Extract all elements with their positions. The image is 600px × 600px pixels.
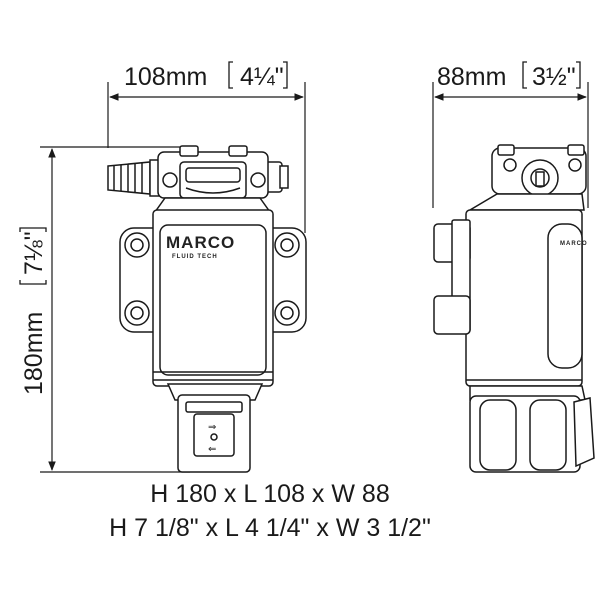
- pump-head: [157, 145, 269, 199]
- height-dimension: [40, 146, 190, 473]
- pump-front-view: MARCO FLUID TECH ⇒ ⇐: [107, 145, 307, 473]
- pump-side-view: MARCO: [433, 144, 595, 473]
- width-metric: 88mm: [437, 63, 506, 91]
- side-neck: [467, 193, 585, 211]
- inlet-hose-barb: [107, 159, 161, 197]
- motor-body: [119, 209, 307, 387]
- height-label: 180mm 7⅛": [19, 227, 48, 395]
- length-imperial: 4¼": [240, 63, 284, 91]
- mounting-holes: [124, 232, 300, 326]
- length-label: 108mm 4¼": [124, 61, 288, 91]
- summary-metric: H 180 x L 108 x W 88: [150, 480, 390, 508]
- side-switch-box: [469, 385, 595, 473]
- height-metric: 180mm: [20, 312, 48, 395]
- width-dimension: [432, 82, 589, 208]
- arrow-left-icon: ⇐: [208, 444, 216, 455]
- length-metric: 108mm: [124, 63, 207, 91]
- height-imperial: 7⅛": [20, 231, 48, 275]
- brand-subtitle: FLUID TECH: [172, 254, 218, 260]
- brand-name: MARCO: [166, 233, 235, 252]
- side-motor-body: MARCO: [465, 209, 588, 387]
- outlet-port-cap: [279, 165, 289, 189]
- summary-imperial: H 7 1/8" x L 4 1/4" x W 3 1/2": [109, 514, 431, 542]
- switch-box: ⇒ ⇐: [166, 383, 264, 473]
- side-mount-brackets: [433, 219, 471, 335]
- arrow-right-icon: ⇒: [208, 422, 216, 433]
- side-pump-head: [491, 144, 587, 197]
- width-imperial: 3½": [532, 63, 576, 91]
- brand-logo: MARCO FLUID TECH: [166, 233, 235, 260]
- side-brand-name: MARCO: [560, 241, 588, 247]
- width-label: 88mm 3½": [437, 61, 581, 91]
- length-dimension: [107, 82, 306, 233]
